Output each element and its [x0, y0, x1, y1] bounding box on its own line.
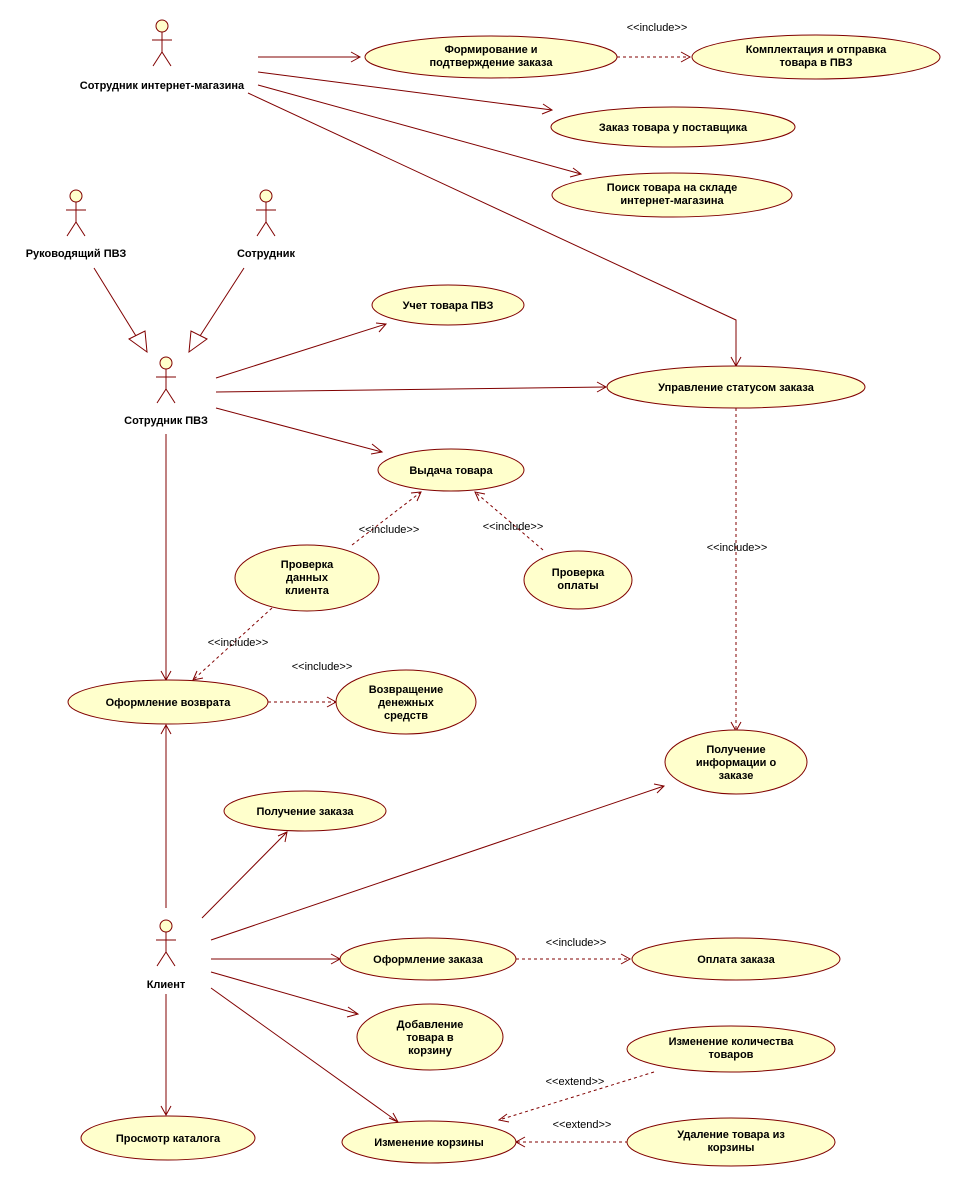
actors: Сотрудник интернет-магазина Руководящий … [26, 19, 296, 991]
stereo-include-4: <<include>> [208, 637, 269, 649]
svg-text:Оформление заказа: Оформление заказа [373, 954, 484, 966]
svg-text:Оформление возврата: Оформление возврата [106, 697, 232, 709]
use-case-pvz-accounting[interactable]: Учет товара ПВЗ [371, 284, 525, 326]
actor-employee[interactable] [256, 189, 276, 237]
actor-label-pvz-manager: Руководящий ПВЗ [26, 248, 127, 260]
use-case-pay-order[interactable]: Оплата заказа [631, 937, 841, 981]
actor-icon [156, 919, 176, 967]
svg-text:Просмотр каталога: Просмотр каталога [116, 1133, 221, 1145]
stereotype-labels: <<include>> <<include>> <<include>> <<in… [208, 22, 768, 1131]
svg-text:Оплата заказа: Оплата заказа [697, 954, 775, 966]
assoc-client-edit-cart [210, 987, 399, 1123]
assoc-client-receive [201, 831, 288, 919]
actor-label-employee: Сотрудник [237, 248, 296, 260]
use-case-receive-order[interactable]: Получение заказа [223, 790, 387, 832]
use-case-browse-catalog[interactable]: Просмотр каталога [80, 1115, 256, 1161]
assoc-pvz-issue [215, 407, 383, 453]
actor-icon [156, 356, 176, 404]
actor-icon [66, 189, 86, 237]
stereo-extend-2: <<extend>> [553, 1119, 612, 1131]
stereo-include-2: <<include>> [359, 524, 420, 536]
assoc-shop-status [247, 92, 737, 366]
stereo-include-6: <<include>> [707, 542, 768, 554]
use-case-issue-goods[interactable]: Выдача товара [377, 448, 525, 492]
actor-pvz-employee[interactable] [156, 356, 176, 404]
gen-employee-pvz [199, 267, 245, 337]
stereo-include-5: <<include>> [292, 661, 353, 673]
actor-pvz-manager[interactable] [66, 189, 86, 237]
stereo-include-7: <<include>> [546, 937, 607, 949]
stereo-include-1: <<include>> [627, 22, 688, 34]
actor-client[interactable] [156, 919, 176, 967]
generalizations [93, 267, 245, 354]
svg-text:Учет товара ПВЗ: Учет товара ПВЗ [403, 300, 494, 312]
actor-icon [152, 19, 172, 67]
use-case-order-status[interactable]: Управление статусом заказа [606, 365, 866, 409]
svg-text:Управление статусом заказа: Управление статусом заказа [658, 382, 815, 394]
use-case-return[interactable]: Оформление возврата [67, 679, 269, 725]
use-case-edit-cart[interactable]: Изменение корзины [341, 1120, 517, 1164]
assoc-client-add-cart [210, 971, 359, 1015]
svg-text:Получение заказа: Получение заказа [256, 806, 354, 818]
gen-manager-pvz [93, 267, 137, 337]
actor-label-shop-employee: Сотрудник интернет-магазина [80, 80, 245, 92]
use-case-place-order[interactable]: Оформление заказа [339, 937, 517, 981]
assoc-client-info [210, 785, 665, 941]
associations [160, 51, 742, 1124]
assoc-shop-warehouse [257, 84, 582, 175]
stereo-extend-1: <<extend>> [546, 1076, 605, 1088]
assoc-pvz-status [215, 386, 607, 393]
svg-text:Заказ товара у поставщика: Заказ товара у поставщика [599, 122, 748, 134]
use-case-supplier-order[interactable]: Заказ товара у поставщика [550, 106, 796, 148]
stereo-include-3: <<include>> [483, 521, 544, 533]
actor-shop-employee[interactable] [152, 19, 172, 67]
assoc-shop-supplier [257, 71, 553, 111]
assoc-pvz-accounting [215, 323, 387, 379]
actor-label-client: Клиент [147, 979, 186, 991]
svg-text:Выдача товара: Выдача товара [409, 465, 493, 477]
actor-icon [256, 189, 276, 237]
actor-label-pvz-employee: Сотрудник ПВЗ [124, 415, 208, 427]
svg-text:Изменение корзины: Изменение корзины [374, 1137, 484, 1149]
